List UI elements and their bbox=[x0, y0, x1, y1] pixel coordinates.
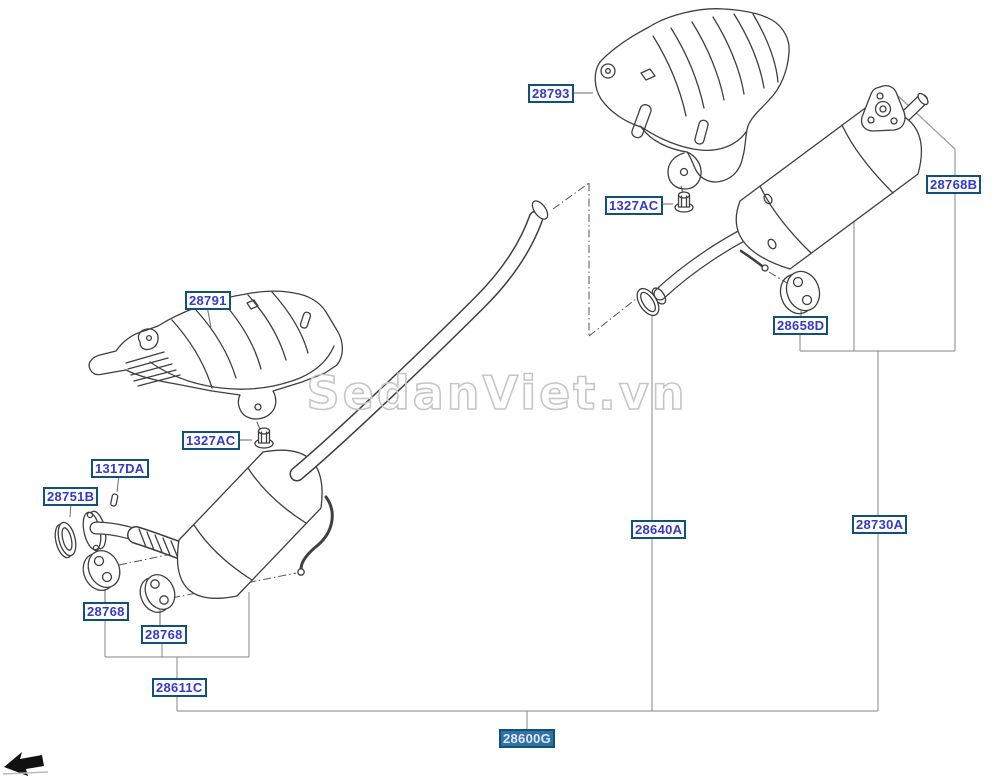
part-label-28658d[interactable]: 28658D bbox=[773, 316, 829, 335]
watermark-text: SedanViet.vn bbox=[307, 366, 688, 420]
part-label-28793[interactable]: 28793 bbox=[528, 84, 574, 103]
mounting-nut-front-drawing bbox=[254, 427, 274, 449]
part-label-28791[interactable]: 28791 bbox=[185, 291, 231, 310]
part-label-1327ac-rear[interactable]: 1327AC bbox=[605, 196, 663, 215]
rear-inlet-gasket-drawing bbox=[636, 287, 660, 317]
retainer-clip-drawing bbox=[110, 493, 119, 507]
center-muffler-drawing bbox=[176, 200, 549, 599]
part-label-28768b[interactable]: 28768B bbox=[926, 175, 982, 194]
part-label-1327ac-front[interactable]: 1327AC bbox=[182, 431, 240, 450]
part-label-1317da[interactable]: 1317DA bbox=[91, 459, 149, 478]
flange-gasket-drawing bbox=[54, 521, 77, 559]
rubber-hanger-front-drawing bbox=[82, 550, 121, 591]
rubber-hanger-mid-drawing bbox=[139, 573, 176, 614]
rubber-hanger-rear-drawing bbox=[779, 270, 821, 315]
front-heat-shield-drawing bbox=[88, 290, 344, 420]
part-label-28768-mid[interactable]: 28768 bbox=[141, 625, 187, 644]
part-label-28600g[interactable]: 28600G bbox=[499, 729, 556, 748]
part-label-28730a[interactable]: 28730A bbox=[852, 515, 908, 534]
mounting-nut-rear-drawing bbox=[674, 191, 694, 213]
front-direction-arrow-icon bbox=[2, 752, 49, 776]
part-label-28751b[interactable]: 28751B bbox=[43, 487, 99, 506]
part-label-28768-front[interactable]: 28768 bbox=[83, 602, 129, 621]
part-label-28640a[interactable]: 28640A bbox=[631, 520, 687, 539]
rear-heat-shield-drawing bbox=[594, 8, 790, 190]
part-label-28611c[interactable]: 28611C bbox=[152, 678, 207, 697]
hanger-bracket-drawing bbox=[860, 85, 906, 132]
